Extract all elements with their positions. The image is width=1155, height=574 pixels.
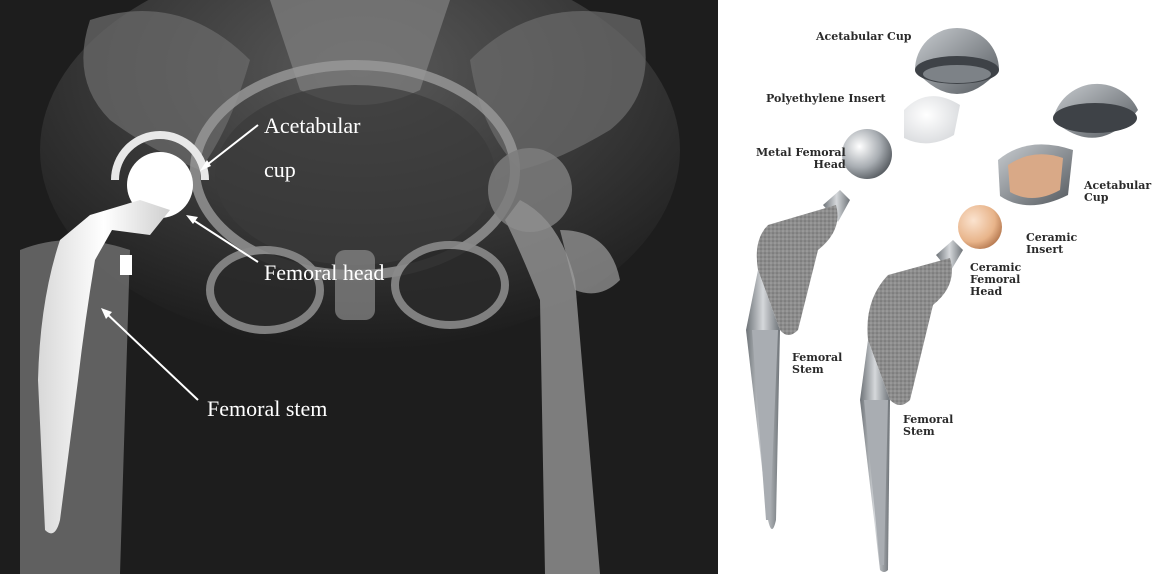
acetabular-cup-label: Acetabular cup xyxy=(264,104,361,192)
polyethylene-insert-label: Polyethylene Insert xyxy=(766,93,886,105)
ceramic-insert-label: Ceramic Insert xyxy=(1026,232,1077,256)
xray-illustration xyxy=(0,0,718,574)
femoral-stem-right-label: Femoral Stem xyxy=(903,414,953,438)
acetabular-cup-right xyxy=(1053,84,1138,138)
ceramic-femoral-head-label: Ceramic Femoral Head xyxy=(970,262,1021,298)
femoral-stem-left-label: Femoral Stem xyxy=(792,352,842,376)
acetabular-cup-right-label: Acetabular Cup xyxy=(1084,180,1151,204)
acetabular-cup-top xyxy=(915,28,999,94)
right-obturator-foramen xyxy=(395,245,505,325)
ceramic-insert xyxy=(998,144,1073,205)
xray-image: Acetabular cup Femoral head Femoral stem xyxy=(0,0,718,574)
femoral-head-label: Femoral head xyxy=(264,262,384,284)
metal-femoral-head-label: Metal Femoral Head xyxy=(756,147,846,171)
metal-femoral-head xyxy=(842,129,892,179)
acetabular-cup-top-label: Acetabular Cup xyxy=(816,31,912,43)
ceramic-femoral-head xyxy=(958,205,1002,249)
implant-components-drawing xyxy=(728,0,1155,574)
femoral-stem-label: Femoral stem xyxy=(207,398,327,420)
polyethylene-insert xyxy=(904,96,960,143)
implant-components-illustration: Acetabular Cup Polyethylene Insert Metal… xyxy=(728,0,1155,574)
femoral-stem-right xyxy=(860,240,963,572)
